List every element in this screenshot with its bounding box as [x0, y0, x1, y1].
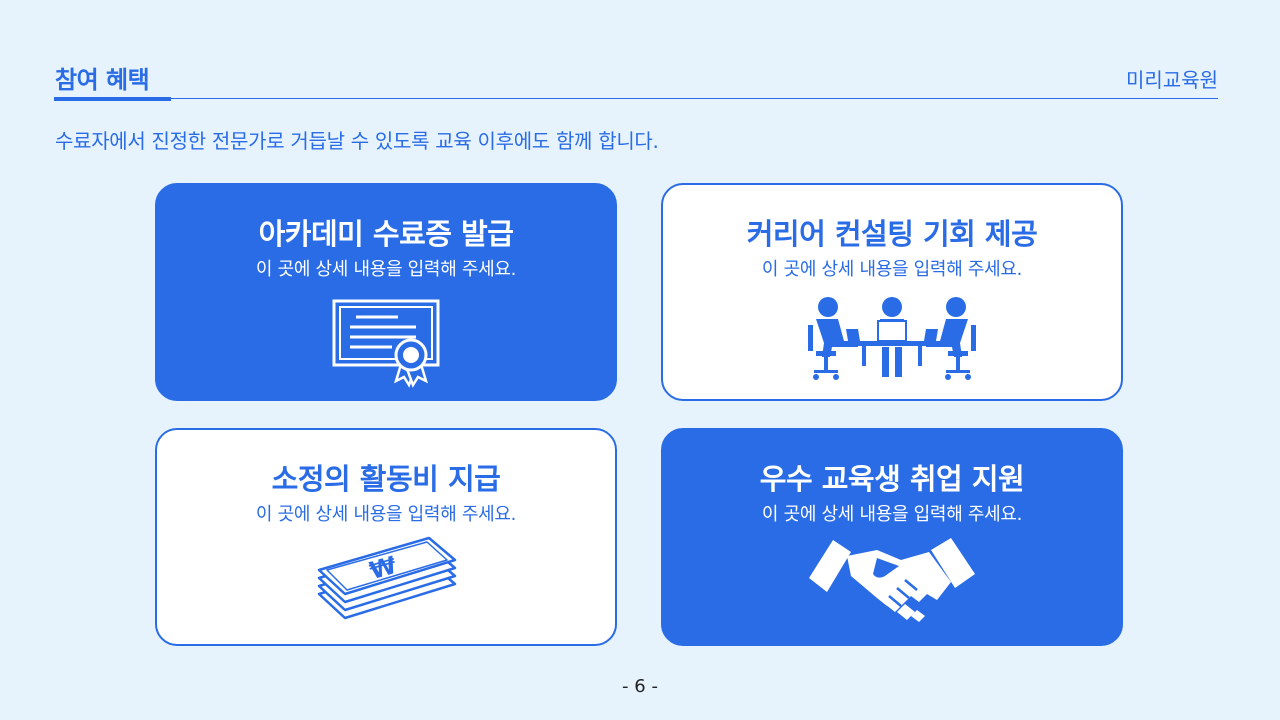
brand-name: 미리교육원	[1126, 68, 1218, 92]
card-title: 커리어 컨설팅 기회 제공	[746, 217, 1038, 251]
card-description: 이 곳에 상세 내용을 입력해 주세요.	[255, 504, 517, 525]
card-title: 아카데미 수료증 발급	[258, 217, 514, 251]
card-title: 우수 교육생 취업 지원	[759, 462, 1025, 496]
title-underline	[54, 97, 171, 101]
page-subtitle: 수료자에서 진정한 전문가로 거듭날 수 있도록 교육 이후에도 함께 합니다.	[55, 129, 659, 153]
card-description: 이 곳에 상세 내용을 입력해 주세요.	[761, 259, 1023, 280]
money-icon: ₩	[317, 536, 457, 620]
card-description: 이 곳에 상세 내용을 입력해 주세요.	[255, 259, 517, 280]
card-consulting: 커리어 컨설팅 기회 제공 이 곳에 상세 내용을 입력해 주세요.	[661, 183, 1123, 401]
card-title: 소정의 활동비 지급	[271, 462, 501, 496]
card-description: 이 곳에 상세 내용을 입력해 주세요.	[761, 504, 1023, 525]
card-allowance: 소정의 활동비 지급 이 곳에 상세 내용을 입력해 주세요. ₩	[155, 428, 617, 646]
header-divider	[54, 98, 1218, 99]
certificate-icon	[332, 299, 440, 388]
page-title: 참여 혜택	[55, 66, 150, 94]
card-certificate: 아카데미 수료증 발급 이 곳에 상세 내용을 입력해 주세요.	[155, 183, 617, 401]
card-employment: 우수 교육생 취업 지원 이 곳에 상세 내용을 입력해 주세요.	[661, 428, 1123, 646]
meeting-icon	[808, 297, 976, 380]
handshake-icon	[809, 538, 975, 622]
page-number: - 6 -	[622, 676, 658, 697]
